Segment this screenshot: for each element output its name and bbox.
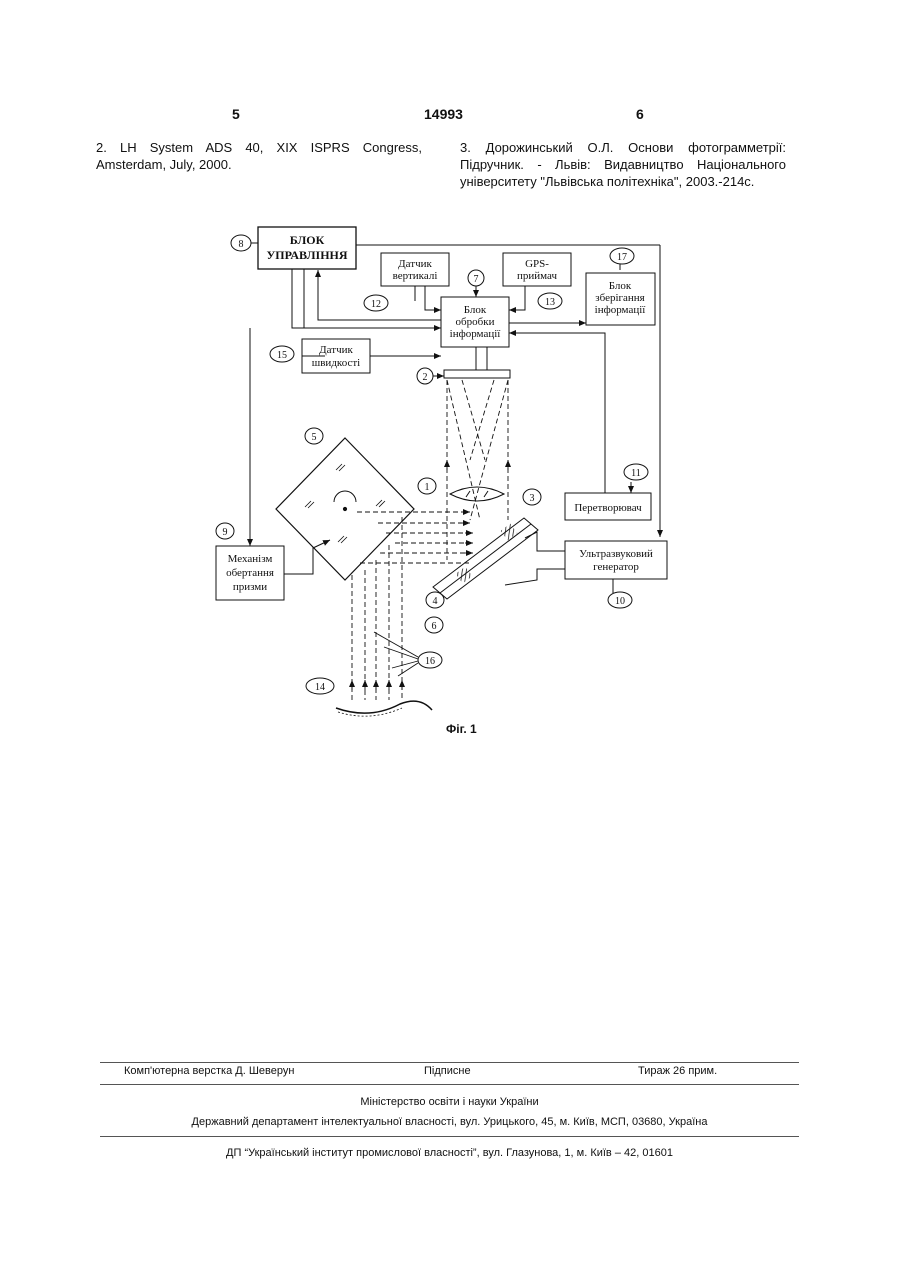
photodetector: [444, 370, 510, 378]
label-3: 3: [530, 493, 535, 504]
label-15: 15: [277, 350, 287, 361]
processing-line1: Блок: [464, 304, 487, 316]
footer-circulation: Тираж 26 прим.: [638, 1065, 717, 1077]
label-8: 8: [239, 239, 244, 250]
label-7: 7: [474, 274, 479, 285]
control-block-line1: БЛОК: [290, 233, 325, 247]
figure-caption: Фіг. 1: [446, 722, 477, 736]
label-6: 6: [432, 621, 437, 632]
label-2: 2: [423, 372, 428, 383]
label-10: 10: [615, 596, 625, 607]
label-1: 1: [425, 482, 430, 493]
converter-label: Перетворювач: [574, 502, 642, 514]
label-11: 11: [631, 468, 641, 479]
control-block-line2: УПРАВЛІННЯ: [266, 248, 347, 262]
mechanism-line3: призми: [233, 581, 267, 593]
label-16: 16: [425, 656, 435, 667]
storage-line2: зберігання: [595, 292, 644, 304]
lens: [450, 487, 504, 501]
vertical-sensor-line2: вертикалі: [393, 270, 438, 282]
label-13: 13: [545, 297, 555, 308]
label-4: 4: [433, 596, 438, 607]
vertical-sensor-line1: Датчик: [398, 258, 432, 270]
mechanism-line2: обертання: [226, 567, 274, 579]
label-12: 12: [371, 299, 381, 310]
label-9: 9: [223, 527, 228, 538]
footer-signed: Підписне: [424, 1065, 471, 1077]
footer-institute: ДП “Український інститут промислової вла…: [100, 1147, 799, 1159]
label-5: 5: [312, 432, 317, 443]
footer-department: Державний департамент інтелектуальної вл…: [100, 1116, 799, 1128]
footer-layout: Комп'ютерна верстка Д. Шеверун: [124, 1065, 294, 1077]
ultrasonic-generator-block: [565, 541, 667, 579]
mechanism-line1: Механізм: [228, 553, 273, 565]
label-14: 14: [315, 682, 325, 693]
label-17: 17: [617, 252, 627, 263]
gps-line2: приймач: [517, 270, 557, 282]
gps-line1: GPS-: [525, 258, 549, 270]
processing-line3: інформації: [450, 328, 502, 340]
footer-divider-middle: [100, 1084, 799, 1085]
footer-divider-top: [100, 1062, 799, 1063]
figure-diagram: 8 12 7 13 17 15 2 5 1 3 9 11 4 6 10 16 1…: [0, 0, 901, 760]
footer-ministry: Міністерство освіти і науки України: [100, 1096, 799, 1108]
speed-sensor-line2: швидкості: [312, 357, 360, 369]
footer-divider-bottom: [100, 1136, 799, 1137]
processing-line2: обробки: [456, 316, 495, 328]
speed-sensor-line1: Датчик: [319, 344, 353, 356]
ultrasonic-line2: генератор: [593, 561, 639, 573]
storage-line1: Блок: [609, 280, 632, 292]
storage-line3: інформації: [595, 304, 647, 316]
ultrasonic-line1: Ультразвуковий: [579, 548, 653, 560]
